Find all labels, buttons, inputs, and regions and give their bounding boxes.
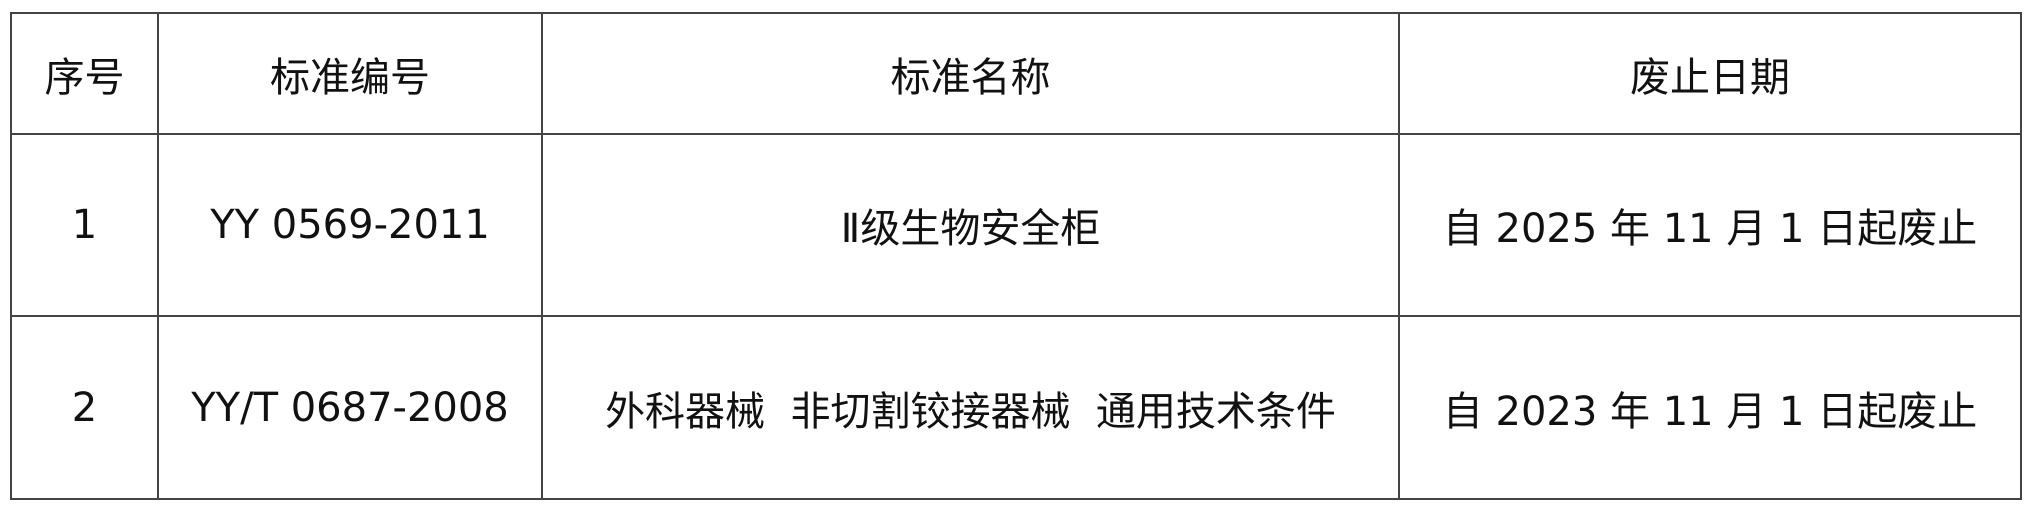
abolished-standards-table: 序号 标准编号 标准名称 废止日期 1 YY 0569-2011 Ⅱ级生物安全柜… [10,12,2022,500]
cell-name: 外科器械 非切割铰接器械 通用技术条件 [541,315,1400,500]
cell-date: 自 2025 年 11 月 1 日起废止 [1398,133,2022,317]
table-header-row: 序号 标准编号 标准名称 废止日期 [10,12,2022,135]
cell-index: 1 [10,133,159,317]
header-index: 序号 [10,12,159,135]
cell-index: 2 [10,315,159,500]
cell-code: YY/T 0687-2008 [157,315,543,500]
table-row: 1 YY 0569-2011 Ⅱ级生物安全柜 自 2025 年 11 月 1 日… [10,133,2022,317]
header-name: 标准名称 [541,12,1400,135]
table-row: 2 YY/T 0687-2008 外科器械 非切割铰接器械 通用技术条件 自 2… [10,315,2022,500]
header-date: 废止日期 [1398,12,2022,135]
header-code: 标准编号 [157,12,543,135]
cell-name: Ⅱ级生物安全柜 [541,133,1400,317]
cell-date: 自 2023 年 11 月 1 日起废止 [1398,315,2022,500]
cell-code: YY 0569-2011 [157,133,543,317]
